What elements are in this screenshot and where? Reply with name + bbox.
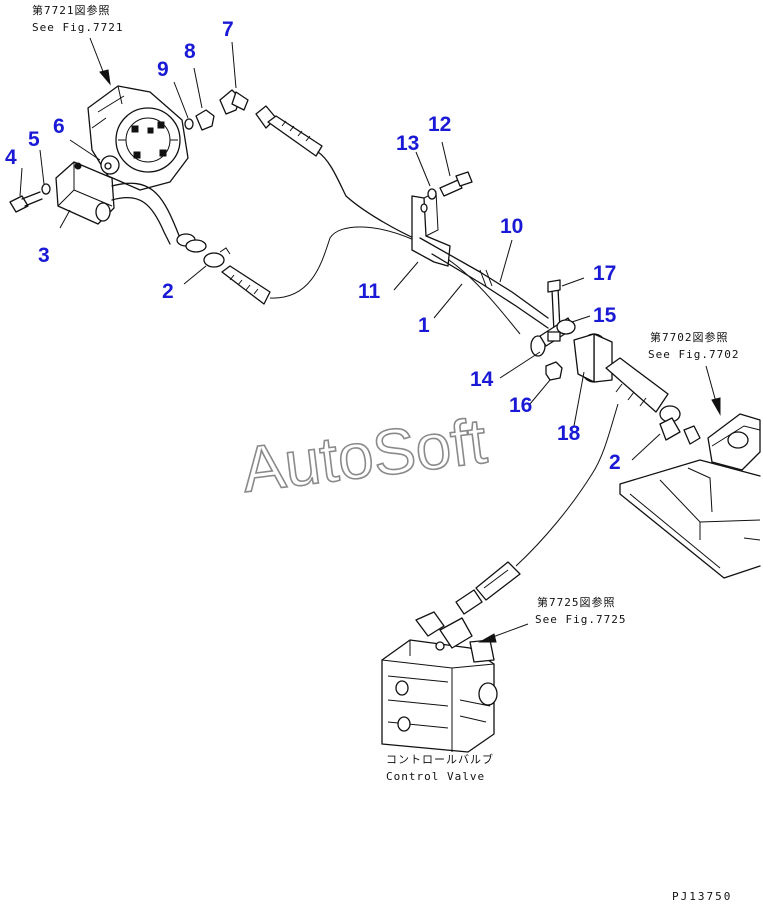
bolt-4 — [9, 191, 43, 213]
clamp-assembly — [530, 279, 576, 357]
bracket-11 — [411, 191, 451, 267]
callout-14: 14 — [470, 368, 494, 391]
callout-4: 4 — [5, 146, 17, 169]
callout-1: 1 — [418, 314, 430, 337]
callout-18: 18 — [557, 422, 581, 445]
callout-12: 12 — [428, 113, 451, 136]
callout-15: 15 — [593, 304, 617, 327]
ref-7702-jp: 第7702図参照 — [650, 330, 729, 344]
callout-16: 16 — [509, 394, 532, 417]
callout-11: 11 — [358, 280, 381, 303]
lower-hose-fitting — [455, 561, 521, 615]
callout-7: 7 — [222, 18, 234, 41]
upper-hose — [255, 105, 419, 241]
callout-8: 8 — [184, 40, 196, 63]
pump-assembly — [87, 85, 189, 191]
callout-6: 6 — [53, 115, 65, 138]
ref-7721-en: See Fig.7721 — [32, 21, 123, 34]
callout-3: 3 — [38, 244, 50, 267]
part-3-block — [55, 161, 115, 225]
ref-7721-jp: 第7721図参照 — [32, 3, 111, 17]
watermark: AutoSoft — [238, 404, 491, 505]
boot-18 — [573, 333, 681, 423]
control-valve — [381, 611, 498, 753]
control-valve-label-jp: コントロールバルブ — [386, 752, 494, 766]
ref-7702-en: See Fig.7702 — [648, 348, 739, 361]
control-valve-label-en: Control Valve — [386, 770, 485, 783]
transmission-case — [619, 413, 761, 579]
callout-2-left: 2 — [162, 280, 174, 303]
callout-13: 13 — [396, 132, 419, 155]
hose-segment-left — [203, 247, 271, 305]
leader-lines — [19, 37, 721, 643]
ref-7725-en: See Fig.7725 — [535, 613, 626, 626]
callout-17: 17 — [593, 262, 616, 285]
callout-10: 10 — [500, 215, 523, 238]
callout-5: 5 — [28, 128, 40, 151]
ref-7725-jp: 第7725図参照 — [537, 595, 616, 609]
callout-9: 9 — [157, 58, 169, 81]
drawing-code: PJ13750 — [672, 890, 732, 903]
callout-2-right: 2 — [609, 451, 621, 474]
